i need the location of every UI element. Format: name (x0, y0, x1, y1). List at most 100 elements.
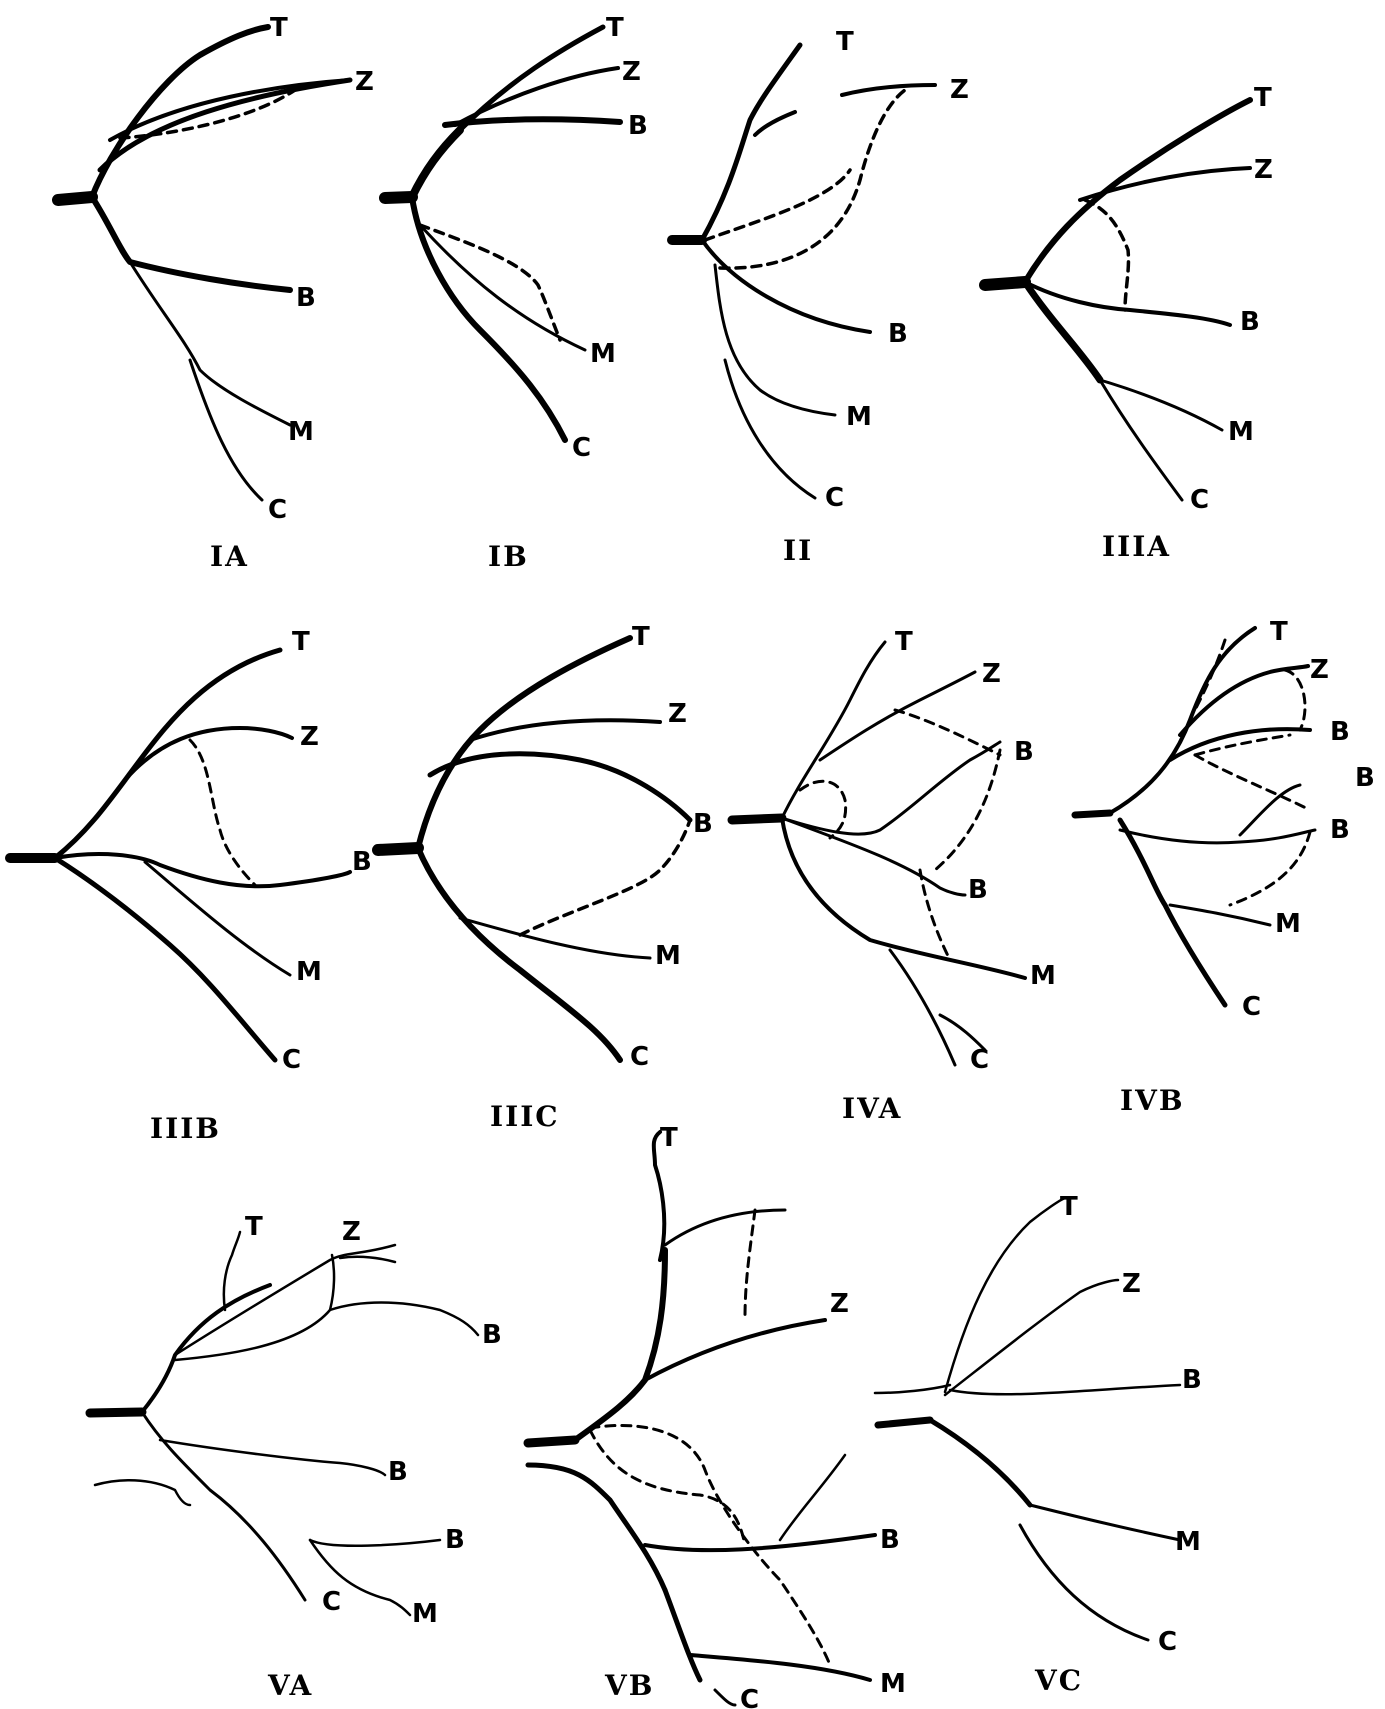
anastomosis-dashed (1195, 755, 1310, 810)
branch-label-Z: Z (355, 67, 374, 97)
branch-label-B: B (1355, 763, 1375, 793)
branch-lines (385, 27, 620, 440)
branch-label-B: B (1014, 737, 1034, 767)
branch-label-M: M (288, 417, 314, 447)
branch-lines (732, 642, 1025, 1065)
branch-label-C: C (322, 1587, 341, 1617)
branch-label-M: M (1175, 1527, 1201, 1557)
branch-label-B: B (1330, 717, 1350, 747)
branch-label-C: C (282, 1045, 301, 1075)
branch-label-T: T (836, 27, 854, 57)
branch-label-Z: Z (982, 659, 1001, 689)
panel-IB: T Z B M C IB (385, 13, 648, 573)
branch-label-C: C (1158, 1627, 1177, 1657)
branch-label-Z: Z (300, 722, 319, 752)
branch-label-T: T (270, 13, 288, 43)
panel-caption-IIIC: IIIC (490, 1100, 560, 1133)
branch-lines (672, 45, 935, 498)
branch-label-M: M (880, 1669, 906, 1699)
branch-label-T: T (292, 627, 310, 657)
panel-caption-IVB: IVB (1120, 1084, 1185, 1117)
branch-label-B: B (445, 1525, 465, 1555)
branch-label-C: C (740, 1685, 759, 1709)
branch-label-Z: Z (950, 75, 969, 105)
branch-label-M: M (1275, 909, 1301, 939)
branch-lines (1075, 628, 1315, 1005)
branch-label-Z: Z (622, 57, 641, 87)
panel-IIIB: T Z B M C IIIB (10, 627, 372, 1145)
branch-label-Z: Z (342, 1217, 361, 1247)
panel-II: T Z B M C II (672, 27, 969, 567)
panel-IIIC: T Z B M C IIIC (378, 622, 713, 1133)
anastomosis-dashed (705, 170, 850, 240)
branch-label-T: T (632, 622, 650, 652)
panel-IIIA: T Z B M C IIIA (985, 83, 1273, 563)
branch-label-B: B (482, 1320, 502, 1350)
anastomosis-dashed (895, 710, 1000, 755)
branch-label-B: B (880, 1525, 900, 1555)
branch-lines (378, 638, 690, 1060)
panel-caption-IVA: IVA (842, 1092, 902, 1125)
branch-label-B: B (968, 875, 988, 905)
branch-label-B: B (388, 1457, 408, 1487)
panel-VA: T Z B B B M C VA (90, 1212, 502, 1702)
branch-label-Z: Z (668, 699, 687, 729)
branch-label-B: B (693, 809, 713, 839)
branch-lines (10, 650, 350, 1060)
branch-lines (528, 1132, 875, 1705)
branch-label-C: C (572, 433, 591, 463)
branch-label-B: B (1182, 1365, 1202, 1395)
branch-label-T: T (606, 13, 624, 43)
anastomosis-dashed (935, 750, 1000, 870)
branch-label-B: B (628, 111, 648, 141)
branch-label-B: B (1240, 307, 1260, 337)
anastomosis-dashed (720, 90, 905, 268)
panel-caption-IIIB: IIIB (150, 1112, 221, 1145)
branch-label-C: C (268, 495, 287, 525)
branch-label-Z: Z (1254, 155, 1273, 185)
anastomosis-dashed (590, 1430, 745, 1545)
branch-label-B: B (1330, 815, 1350, 845)
branch-label-Z: Z (830, 1289, 849, 1319)
branch-label-T: T (1060, 1192, 1078, 1222)
branch-label-C: C (970, 1045, 989, 1075)
anastomosis-dashed (1195, 735, 1290, 755)
branch-label-T: T (1270, 617, 1288, 647)
branch-label-T: T (1254, 83, 1272, 113)
panel-caption-IIIA: IIIA (1102, 530, 1171, 563)
branch-label-M: M (655, 941, 681, 971)
anastomosis-dashed (745, 1210, 755, 1318)
branch-lines (90, 1232, 478, 1615)
panel-caption-VA: VA (267, 1669, 313, 1702)
branch-label-C: C (825, 483, 844, 513)
panel-caption-IB: IB (488, 540, 529, 573)
branch-label-Z: Z (1310, 655, 1329, 685)
anastomosis-dashed (190, 740, 255, 885)
panel-caption-VB: VB (604, 1669, 654, 1702)
branch-label-C: C (630, 1042, 649, 1072)
branch-label-M: M (590, 339, 616, 369)
branch-label-B: B (296, 283, 316, 313)
branch-label-M: M (846, 402, 872, 432)
branch-label-M: M (296, 957, 322, 987)
branch-label-M: M (1228, 417, 1254, 447)
branch-lines (875, 1198, 1180, 1640)
anastomosis-dashed (1285, 670, 1305, 730)
panel-VC: T Z B M C VC (875, 1192, 1202, 1697)
branch-label-B: B (888, 319, 908, 349)
panel-caption-VC: VC (1034, 1664, 1083, 1697)
panel-IVB: T Z B B B M C IVB (1075, 617, 1375, 1117)
branch-label-T: T (660, 1123, 678, 1153)
anastomosis-dashed (520, 820, 690, 935)
branch-label-T: T (245, 1212, 263, 1242)
branch-label-C: C (1190, 485, 1209, 515)
branch-label-T: T (895, 627, 913, 657)
panel-VB: T Z B M C VB (528, 1123, 906, 1709)
panel-IVA: T Z B B M C IVA (732, 627, 1056, 1125)
branch-label-M: M (1030, 961, 1056, 991)
branch-lines (985, 100, 1250, 500)
branch-label-Z: Z (1122, 1269, 1141, 1299)
panel-caption-IA: IA (210, 540, 249, 573)
branch-label-M: M (412, 1599, 438, 1629)
